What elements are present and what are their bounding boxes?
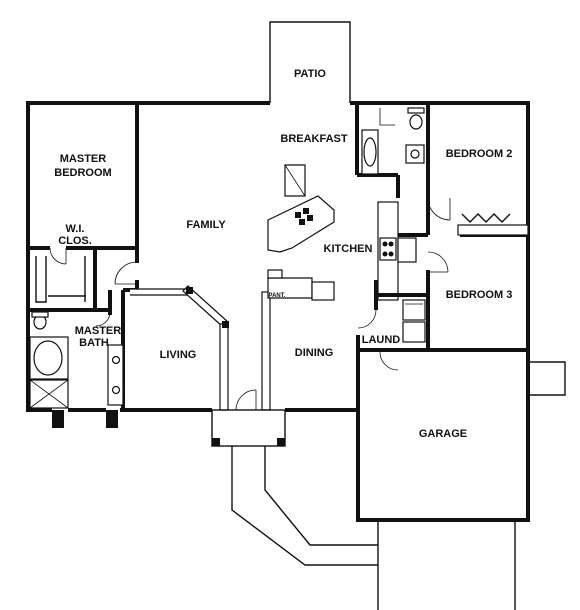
room-label-wi-closet-1: W.I.: [66, 223, 85, 235]
room-label-dining: DINING: [295, 347, 334, 359]
room-label-master-bedroom-1: MASTER: [60, 153, 107, 165]
room-label-wi-closet-2: CLOS.: [58, 235, 92, 247]
porch: [211, 409, 286, 447]
interior-walls: [355, 103, 529, 410]
room-label-bedroom-3: BEDROOM 3: [446, 289, 513, 301]
room-label-laundry: LAUND: [362, 334, 401, 346]
room-label-pantry: PANT.: [269, 293, 286, 299]
room-label-master-bath-2: BATH: [79, 337, 109, 349]
master-suite-walls: [28, 103, 139, 410]
patio: [269, 21, 351, 103]
room-label-family: FAMILY: [186, 219, 226, 231]
room-label-garage: GARAGE: [419, 428, 467, 440]
walkway: [231, 446, 378, 566]
room-label-bedroom-2: BEDROOM 2: [446, 148, 513, 160]
room-label-breakfast: BREAKFAST: [280, 133, 348, 145]
kitchen-fixtures: [267, 164, 417, 301]
room-label-patio: PATIO: [294, 68, 326, 80]
room-labels: PATIO BREAKFAST MASTER BEDROOM BEDROOM 2…: [54, 68, 512, 440]
room-label-living: LIVING: [160, 349, 197, 361]
room-label-master-bath-1: MASTER: [75, 325, 122, 337]
living-half-walls: [130, 285, 271, 411]
exterior-walls: [26, 101, 530, 428]
room-label-master-bedroom-2: BEDROOM: [54, 167, 111, 179]
room-label-kitchen: KITCHEN: [324, 243, 373, 255]
garage-structure: [356, 350, 566, 610]
